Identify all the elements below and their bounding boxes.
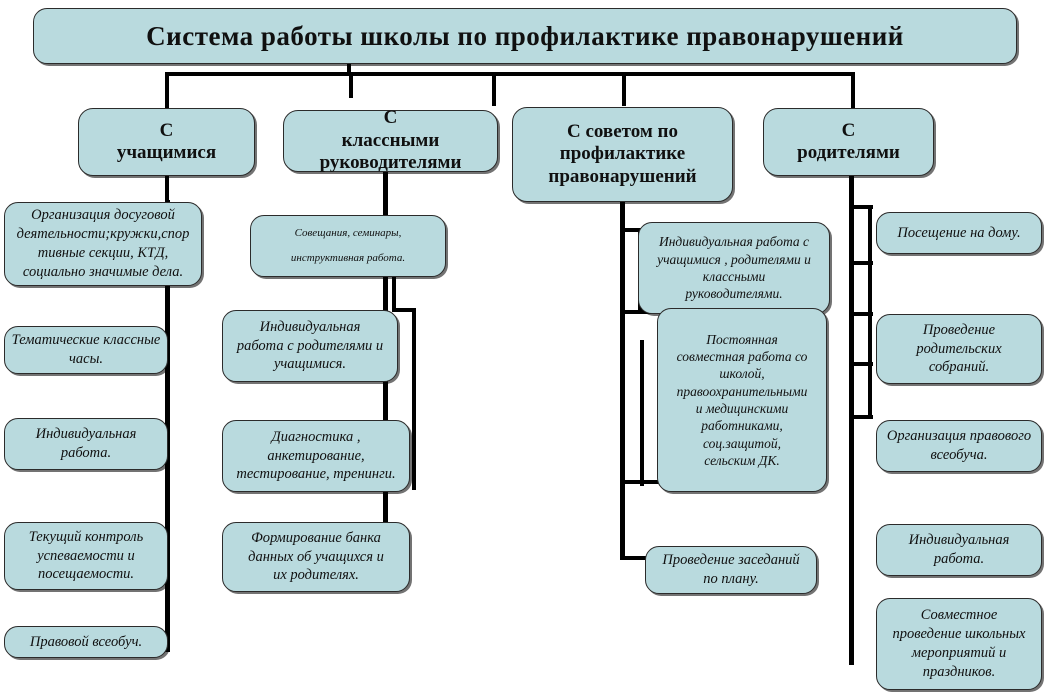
page-title: Система работы школы по профилактике пра… — [146, 20, 904, 51]
node-students-4-label: Текущий контроль успеваемости и посещаем… — [28, 528, 144, 583]
node-council-2[interactable]: Постоянная совместная работа со школой, … — [657, 308, 827, 492]
column-header-students-label: С учащимися — [116, 119, 217, 163]
node-students-4[interactable]: Текущий контроль успеваемости и посещаем… — [4, 522, 168, 590]
connector-col2-stem — [383, 172, 388, 218]
node-students-1[interactable]: Организация досуговой деятельности;кружк… — [4, 202, 202, 286]
node-students-5-label: Правовой всеобуч. — [29, 633, 143, 650]
node-class-teachers-2-label: Индивидуальная работа с родителями и уча… — [236, 318, 384, 373]
node-parents-2[interactable]: Проведение родительских собраний. — [876, 314, 1042, 384]
connector-col2-spine-inner — [392, 270, 396, 312]
connector-col4-stub-4 — [849, 362, 873, 366]
node-parents-4[interactable]: Индивидуальная работа. — [876, 524, 1042, 576]
connector-col2-spine — [383, 214, 388, 592]
node-council-1-label: Индивидуальная работа с учащимися , роди… — [657, 234, 811, 302]
column-header-parents[interactable]: С родителями — [763, 108, 934, 176]
node-students-2[interactable]: Тематические классные часы. — [4, 326, 168, 374]
column-header-class-teachers[interactable]: С классными руководителями — [283, 107, 498, 174]
node-class-teachers-4-label: Формирование банка данных об учащихся и … — [248, 529, 384, 584]
connector-col4-stub-2 — [849, 261, 873, 265]
connector-drop-col3b — [622, 72, 626, 106]
column-header-class-teachers-label: С классными руководителями — [319, 107, 462, 174]
connector-col3-spine — [620, 228, 625, 560]
node-parents-4-label: Индивидуальная работа. — [908, 532, 1010, 567]
connector-distribution-bar — [165, 72, 855, 76]
connector-drop-col4 — [851, 72, 855, 108]
node-class-teachers-4[interactable]: Формирование банка данных об учащихся и … — [222, 522, 410, 592]
node-students-3-label: Индивидуальная работа. — [35, 426, 137, 461]
node-students-3[interactable]: Индивидуальная работа. — [4, 418, 168, 470]
node-parents-2-label: Проведение родительских собраний. — [916, 321, 1002, 376]
connector-col3-stub-4 — [620, 480, 662, 484]
node-parents-3-label: Организация правового всеобуча. — [886, 428, 1032, 463]
diagram-title-box: Система работы школы по профилактике пра… — [33, 8, 1017, 64]
node-students-2-label: Тематические классные часы. — [11, 332, 161, 367]
connector-col2-branch-vert — [412, 308, 416, 490]
node-parents-3[interactable]: Организация правового всеобуча. — [876, 420, 1042, 472]
node-class-teachers-1[interactable]: Совещания, семинары, инструктивная работ… — [250, 215, 446, 277]
node-council-2-label: Постоянная совместная работа со школой, … — [676, 331, 808, 468]
column-header-prevention-council-label: С советом по профилактике правонарушений — [548, 120, 697, 187]
connector-drop-col2 — [349, 72, 353, 98]
connector-drop-col1 — [165, 72, 169, 108]
connector-col1-stem — [165, 176, 169, 202]
node-class-teachers-3[interactable]: Диагностика , анкетирование, тестировани… — [222, 420, 410, 492]
node-council-1[interactable]: Индивидуальная работа с учащимися , роди… — [638, 222, 830, 314]
connector-col3-stem — [620, 202, 625, 232]
connector-col4-stub-1 — [849, 205, 873, 209]
node-parents-1[interactable]: Посещение на дому. — [876, 212, 1042, 254]
connector-col1-spine — [165, 200, 170, 652]
connector-col4-spine — [849, 205, 854, 665]
connector-title-stem — [347, 64, 351, 74]
connector-col3-stub-3 — [640, 340, 644, 486]
node-parents-1-label: Посещение на дому. — [897, 224, 1021, 241]
node-parents-5-label: Совместное проведение школьных мероприят… — [892, 607, 1026, 680]
connector-col2-branch-top — [392, 308, 416, 312]
node-class-teachers-3-label: Диагностика , анкетирование, тестировани… — [236, 428, 396, 483]
connector-col3-stub-2 — [620, 310, 662, 314]
connector-col3-stub-5 — [620, 556, 648, 560]
node-council-3-label: Проведение заседаний по плану. — [662, 552, 800, 587]
connector-drop-col3 — [492, 72, 496, 106]
connector-col4-stub-5 — [849, 415, 873, 419]
connector-col4-stem — [849, 176, 854, 212]
connector-col4-stub-3 — [849, 312, 873, 316]
column-header-parents-label: С родителями — [797, 119, 900, 163]
node-students-5[interactable]: Правовой всеобуч. — [4, 626, 168, 658]
column-header-students[interactable]: С учащимися — [78, 108, 255, 176]
node-class-teachers-2[interactable]: Индивидуальная работа с родителями и уча… — [222, 310, 398, 382]
node-council-3[interactable]: Проведение заседаний по плану. — [645, 546, 817, 594]
node-parents-5[interactable]: Совместное проведение школьных мероприят… — [876, 598, 1042, 690]
node-students-1-label: Организация досуговой деятельности;кружк… — [16, 207, 190, 280]
node-class-teachers-1-label: Совещания, семинары, инструктивная работ… — [290, 226, 406, 264]
column-header-prevention-council[interactable]: С советом по профилактике правонарушений — [512, 107, 733, 202]
connector-col3-stub-1 — [620, 228, 642, 232]
